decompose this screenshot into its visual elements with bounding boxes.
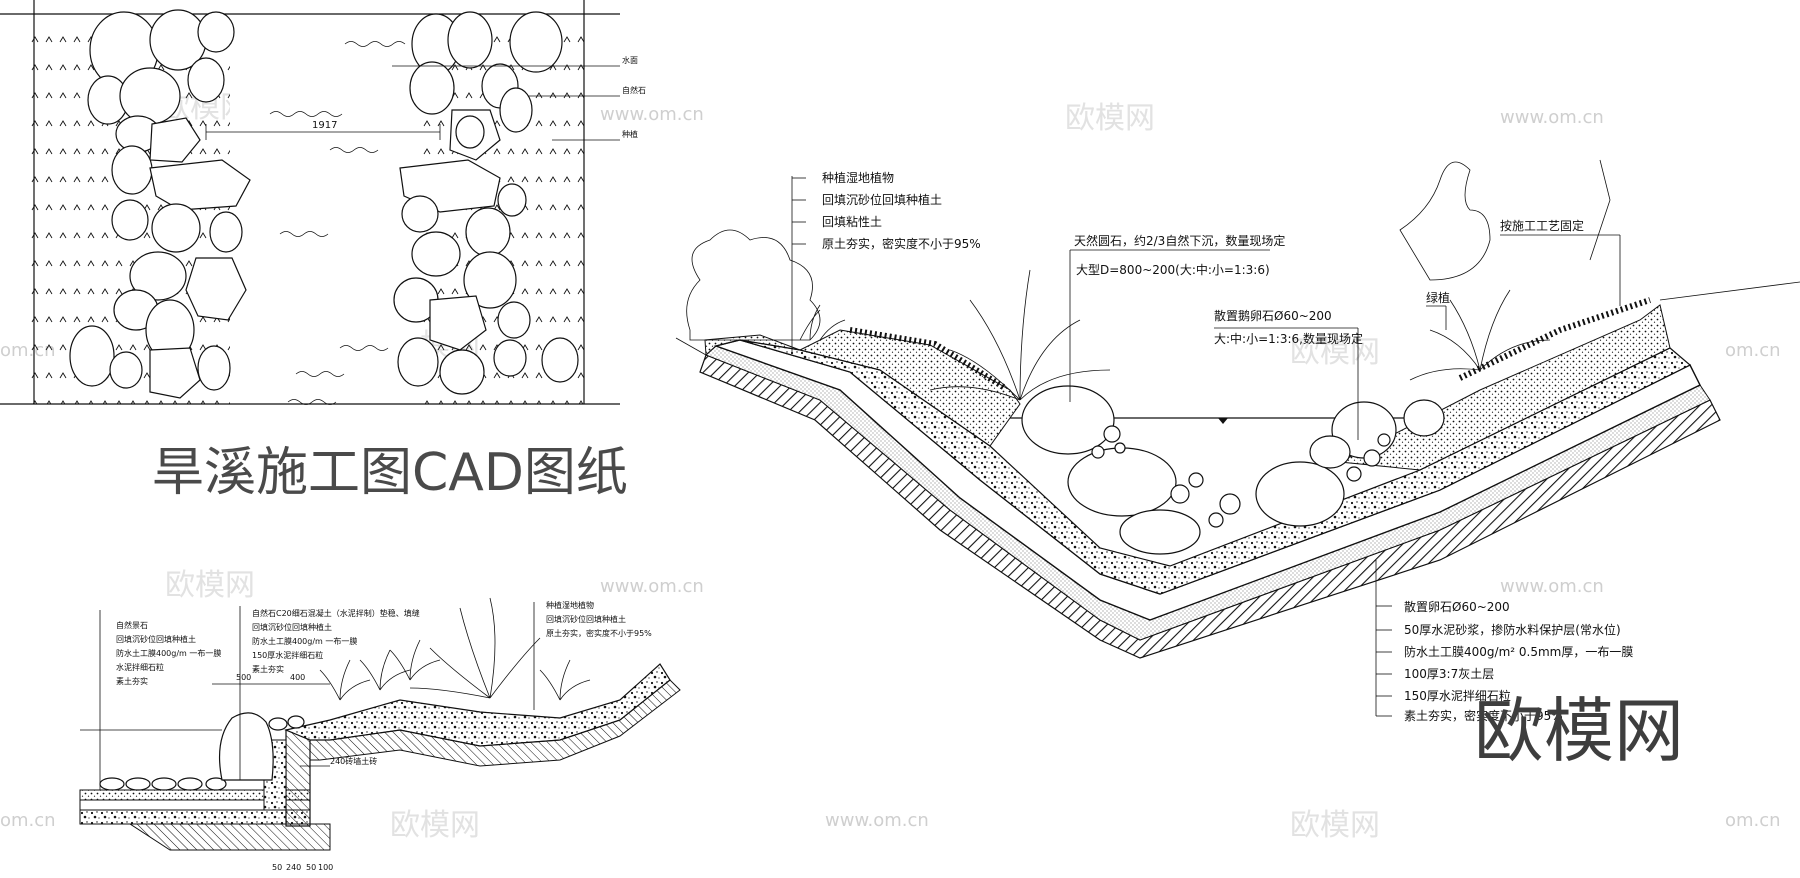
watermark-cn: 欧模网: [1065, 101, 1155, 136]
small-mid-label-0: 自然石C20细石混凝土（水泥拌制）垫稳、填缝: [252, 608, 420, 618]
small-label-3: 水泥拌细石粒: [116, 662, 164, 672]
section-soil-left: [798, 329, 1021, 447]
small-bottom-dim-3: 100: [318, 863, 333, 872]
small-bottom-dim-1: 240: [286, 863, 301, 872]
label-fine-stone: 150厚水泥拌细石粒: [1404, 688, 1511, 703]
main-section-drawing: 种植湿地植物 回填沉砂位回填种植土 回填粘性土 原土夯实，密实度不小于95% 天…: [675, 159, 1800, 723]
small-bottom-dim-2: 50: [306, 863, 316, 872]
plan-view: 1917 水面 自然石 种植: [0, 0, 646, 405]
section-shrub: [686, 229, 821, 341]
label-compacted-soil: 原土夯实，密实度不小于95%: [822, 236, 981, 251]
small-retaining-wall: [285, 729, 311, 827]
label-planting-soil: 回填沉砂位回填种植土: [822, 192, 942, 207]
label-waterproof-membrane: 防水土工膜400g/m² 0.5mm厚，一布一膜: [1404, 644, 1633, 659]
small-mid-label-1: 回填沉砂位回填种植土: [252, 622, 332, 632]
watermark-url: www.om.cn: [600, 576, 704, 597]
plan-label-planting: 种植: [622, 129, 638, 139]
label-scattered-pebble: 散置卵石Ø60~200: [1404, 599, 1510, 614]
small-leaders: [99, 602, 535, 790]
label-green-plant: 绿植: [1426, 290, 1450, 305]
section-leaders: [791, 176, 1621, 717]
watermark-cn: 欧模网: [390, 808, 480, 843]
small-bottom-dim-0: 50: [272, 863, 282, 872]
plan-label-water: 水面: [622, 55, 638, 65]
small-pebbles: [99, 712, 305, 791]
watermark-url: www.om.cn: [600, 104, 704, 125]
plan-dimension-label: 1917: [312, 120, 337, 131]
section-plants: [686, 159, 1611, 401]
small-dim-400: 400: [290, 673, 305, 682]
watermark-cn: 欧模网: [165, 568, 255, 603]
small-label-1: 回填沉砂位回填种植土: [116, 634, 196, 644]
label-lime-soil: 100厚3:7灰土层: [1404, 667, 1494, 681]
plan-width-dimension: 1917: [205, 120, 441, 140]
plan-water-waves: [269, 41, 406, 405]
small-label-4: 素土夯实: [116, 676, 148, 686]
watermark-url: om.cn: [1725, 810, 1781, 831]
plan-leaders: 水面 自然石 种植: [392, 55, 646, 141]
watermark-url: www.om.cn: [825, 810, 929, 831]
small-dim-500: 500: [236, 673, 251, 682]
plan-label-stone: 自然石: [622, 85, 646, 95]
small-section-drawing: 自然景石 回填沉砂位回填种植土 防水土工膜400g/m 一布一膜 水泥拌细石粒 …: [79, 597, 681, 872]
label-compacted-base: 素土夯实，密实度不小于95%: [1404, 708, 1563, 723]
label-wetland-plants: 种植湿地植物: [822, 170, 894, 185]
plan-rock-column-left: [69, 9, 251, 399]
watermark-url: om.cn: [1725, 340, 1781, 361]
small-right-label-2: 原土夯实，密实度不小于95%: [546, 628, 652, 638]
small-mid-label-4: 素土夯实: [252, 664, 284, 674]
page-title: 旱溪施工图CAD图纸: [152, 443, 628, 503]
small-mid-label-3: 150厚水泥拌细石粒: [252, 650, 323, 660]
watermark-cn: 欧模网: [1290, 808, 1380, 843]
watermark-url: om.cn: [0, 810, 56, 831]
small-label-0: 自然景石: [116, 620, 148, 630]
small-right-label-0: 种植湿地植物: [546, 600, 594, 610]
small-plants: [319, 597, 591, 701]
plan-rock-column-right: [393, 11, 579, 395]
section-stones: [1021, 385, 1445, 555]
small-label-2: 防水土工膜400g/m 一布一膜: [116, 648, 221, 658]
small-right-label-1: 回填沉砂位回填种植土: [546, 614, 626, 624]
brand-logo: 欧模网: [1474, 690, 1684, 772]
label-cobble-ratio: 大:中:小=1:3:6,数量现场定: [1214, 331, 1363, 346]
label-natural-stone: 天然圆石，约2/3自然下沉，数量现场定: [1074, 233, 1285, 248]
label-cobble: 散置鹅卵石Ø60~200: [1214, 308, 1332, 323]
watermark-cn: 欧模网: [1290, 335, 1380, 370]
small-mid-label-2: 防水土工膜400g/m 一布一膜: [252, 636, 357, 646]
small-wall-label: 240砖墙土砖: [330, 756, 377, 766]
label-stone-size: 大型D=800~200(大:中:小=1:3:6): [1076, 262, 1270, 277]
label-mortar-protection: 50厚水泥砂浆，掺防水料保护层(常水位): [1404, 622, 1621, 637]
small-boulder: [218, 712, 274, 781]
label-fixing-note: 按施工工艺固定: [1500, 218, 1584, 233]
section-gravel-bed: [739, 339, 1692, 595]
watermark-url: www.om.cn: [1500, 107, 1604, 128]
watermark-url: www.om.cn: [1500, 576, 1604, 597]
label-clay-backfill: 回填粘性土: [822, 214, 882, 229]
